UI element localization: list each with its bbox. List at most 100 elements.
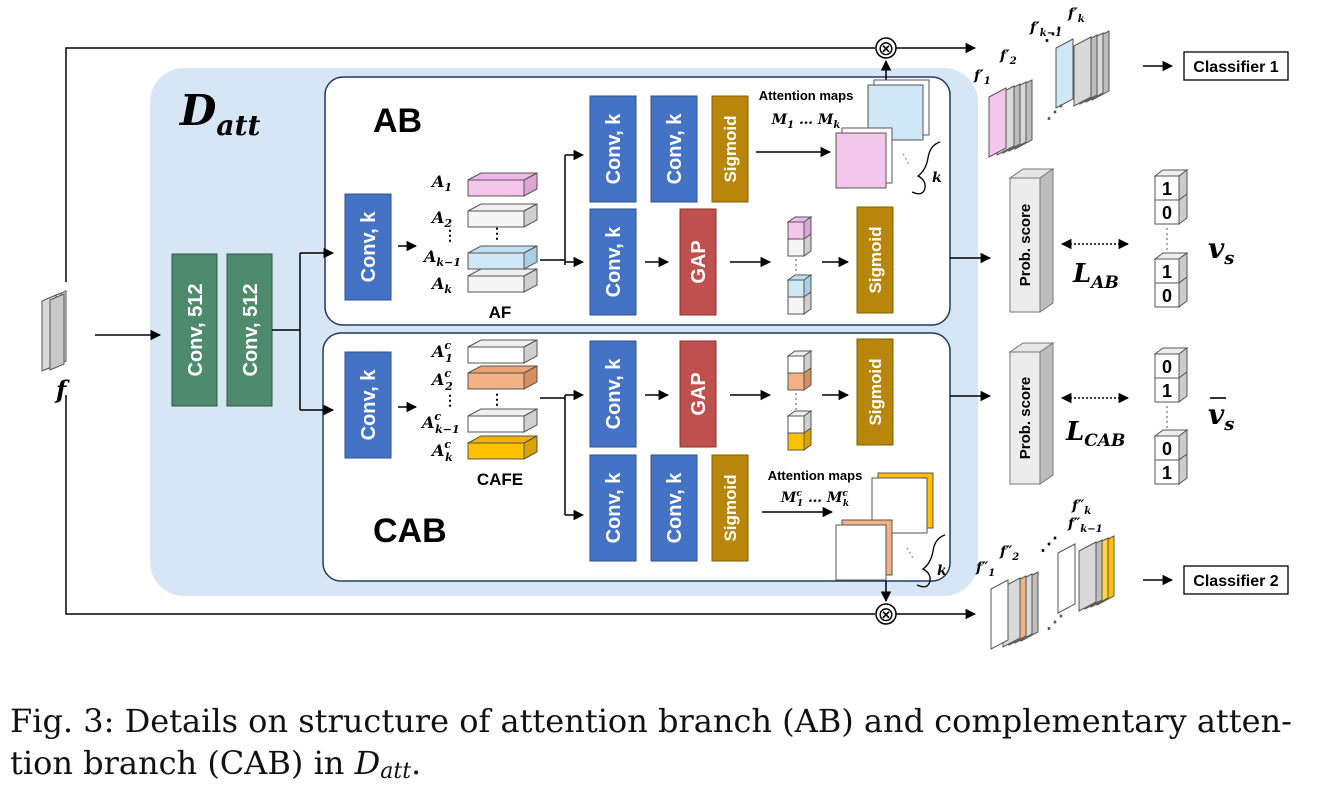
ab-slab-dots: ⋮ (490, 225, 504, 241)
ab-bottom-sigmoid (856, 206, 894, 314)
multiply-node-top: ⊗ (875, 37, 897, 60)
multiply-node-bottom: ⊗ (875, 603, 897, 626)
ab-title: AB (373, 102, 422, 140)
cab-conv-k-label: Conv, k (358, 369, 380, 441)
cab-gap-vector (786, 350, 813, 451)
prob-score-bottom-label: Prob. score (1017, 377, 1034, 460)
ab-slab-1 (467, 172, 538, 197)
vector-top-value-1: 1 (1162, 179, 1172, 199)
ab-gap (679, 208, 717, 316)
ab-conv-k-label: Conv, k (358, 211, 380, 283)
ab-slab-2 (467, 203, 538, 228)
cab-k-brace (916, 534, 946, 588)
ab-k-label: k (932, 170, 942, 186)
cab-bottom-sigmoid (711, 454, 749, 562)
shared-conv-1-label: Conv, 512 (185, 284, 207, 377)
bottom-feature-fk1-label: f″k−1 (1067, 516, 1103, 535)
datt-label: Datt (179, 86, 260, 142)
svg-text:⊗: ⊗ (878, 604, 895, 626)
ab-map-4-label: Ak (430, 274, 452, 296)
ab-af-label: AF (489, 303, 512, 322)
input-label: f (54, 375, 70, 404)
top-feature-fk1-label: f′k−1 (1029, 20, 1062, 39)
cab-conv-k (344, 351, 392, 459)
bottom-feature-fk-label: f″k (1071, 498, 1091, 517)
ab-feature-slabs (467, 172, 538, 293)
classifier-2-box (1183, 565, 1289, 595)
bottom-feature-stack-1 (990, 571, 1039, 650)
cab-bottom-conv-1-label: Conv, k (603, 472, 625, 544)
caption-symbol-sub: att (380, 759, 412, 784)
cab-title: CAB (373, 512, 447, 550)
ab-top-conv-2 (650, 95, 698, 203)
top-feature-stack-1 (988, 79, 1033, 158)
vector-bottom-value-3: 0 (1162, 439, 1172, 459)
ab-top-sigmoid (711, 95, 749, 203)
ab-split-arrows (540, 149, 585, 268)
cab-cafe-label: CAFE (477, 470, 523, 489)
vector-bottom-cells (1153, 347, 1189, 485)
cab-bottom-sigmoid-label: Sigmoid (721, 474, 740, 541)
caption-end: . (411, 744, 422, 782)
ab-attention-dots: ⋮ (896, 148, 916, 169)
cab-attention-dots: ⋮ (900, 542, 920, 563)
cab-slab-1 (467, 339, 538, 364)
cab-bottom-conv-2-label: Conv, k (664, 472, 686, 544)
cab-top-sigmoid-label: Sigmoid (866, 358, 885, 425)
cab-map-dots: ⋮ (443, 392, 457, 408)
ab-attention-title: Attention maps (759, 88, 854, 103)
caption-symbol: D (354, 744, 381, 782)
top-features-dots: ⋰ (1046, 102, 1064, 122)
bottom-feature-f2-label: f″2 (999, 544, 1019, 563)
cab-gap-label: GAP (688, 372, 710, 415)
cab-attention-maps (835, 472, 934, 581)
ab-slab-4 (467, 268, 538, 293)
ab-bottom-conv (589, 208, 637, 316)
vector-top-label: vs (1208, 232, 1234, 269)
cab-k-label: k (937, 563, 947, 579)
ab-map-dots: ⋮ (443, 227, 457, 243)
ab-attention-maps (835, 79, 930, 189)
ab-k-brace (911, 141, 941, 195)
shared-conv-2 (226, 253, 273, 407)
top-feature-f2-label: f′2 (999, 48, 1017, 67)
vector-top-value-2: 0 (1162, 203, 1172, 223)
cab-slab-3 (467, 408, 538, 433)
bottom-features-dots: ⋰ (1046, 612, 1064, 632)
ab-attention-range: M1 … Mk (771, 112, 841, 131)
vector-bottom-value-1: 0 (1162, 357, 1172, 377)
bottom-feature-f1-label: f″1 (975, 560, 995, 579)
cab-feature-slabs (467, 339, 538, 460)
cab-bottom-conv-1 (589, 454, 637, 562)
top-feature-f1-label: f′1 (973, 68, 991, 87)
ab-map-2-label: A2 (430, 208, 452, 230)
top-feature-fk-label: f′k (1067, 6, 1085, 25)
ab-top-conv-1 (589, 95, 637, 203)
cab-attention-title: Attention maps (768, 468, 863, 483)
ab-bottom-conv-label: Conv, k (603, 226, 625, 298)
figure-caption: Fig. 3: Details on structure of attentio… (10, 700, 1307, 793)
prob-score-top-label: Prob. score (1017, 204, 1034, 287)
caption-line-1: Fig. 3: Details on structure of attentio… (10, 702, 1292, 740)
cab-top-conv-label: Conv, k (603, 358, 625, 430)
shared-conv-2-label: Conv, 512 (240, 284, 262, 377)
loss-ab-label: LAB (1072, 259, 1119, 293)
classifier-1-box (1183, 51, 1289, 81)
vector-bottom-label: vs (1208, 398, 1234, 435)
ab-gap-label: GAP (688, 240, 710, 283)
cab-top-conv (589, 340, 637, 448)
prob-score-top (1008, 168, 1055, 313)
cab-slab-4 (467, 435, 538, 460)
ab-slab-3 (467, 245, 538, 270)
cab-split-arrows (540, 389, 585, 521)
ab-top-conv-2-label: Conv, k (664, 113, 686, 185)
prob-score-bottom (1008, 342, 1055, 485)
svg-text:⊗: ⊗ (878, 38, 895, 60)
cab-slab-dots: ⋮ (490, 391, 504, 407)
vector-bottom-value-2: 1 (1162, 381, 1172, 401)
split-arrows (272, 247, 335, 416)
